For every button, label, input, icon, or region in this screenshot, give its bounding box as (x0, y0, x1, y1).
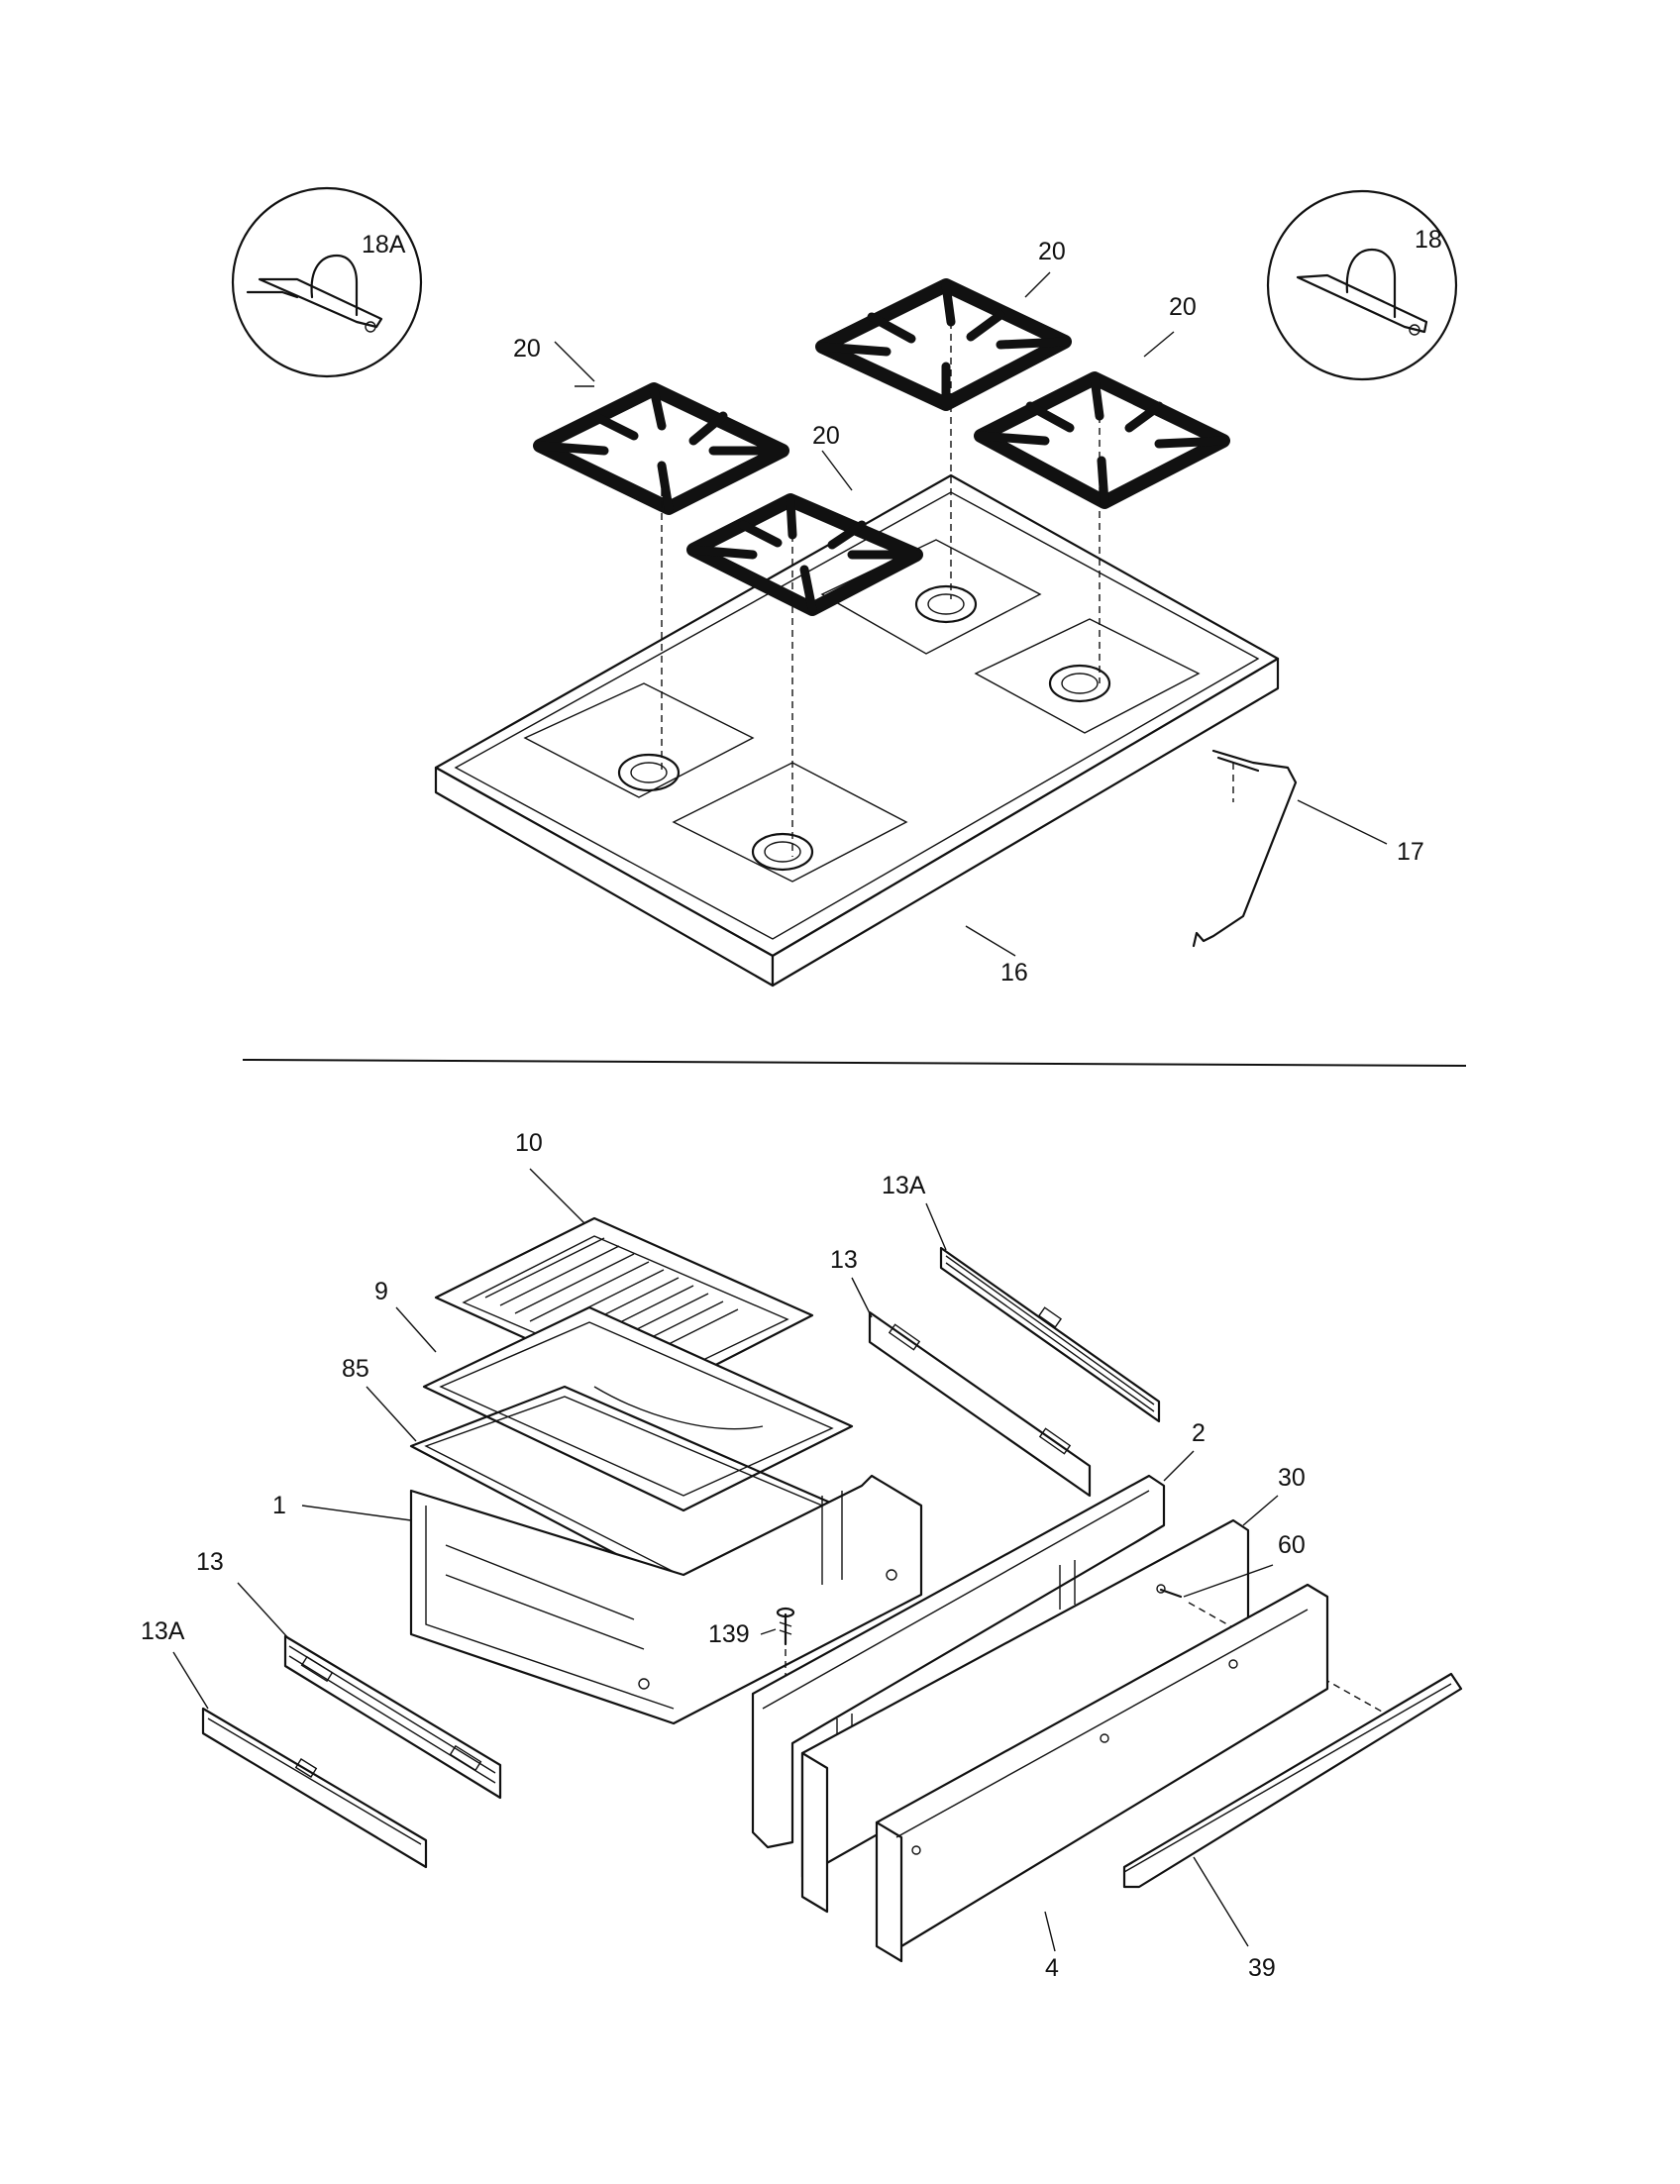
callout-20-d: 20 (1169, 293, 1197, 321)
drawer-body-1 (409, 1474, 923, 1725)
callout-13a-top: 13A (882, 1172, 926, 1199)
detail-circle-18a (231, 186, 423, 378)
grate-20-back (815, 278, 1072, 411)
slide-rail-13-top (868, 1310, 1092, 1498)
callout-16: 16 (1000, 959, 1028, 987)
callout-30: 30 (1278, 1464, 1306, 1492)
callout-20-b: 20 (812, 422, 840, 450)
callout-13a-left: 13A (141, 1617, 185, 1645)
section-divider (242, 1059, 1467, 1067)
trim-39 (1122, 1672, 1463, 1889)
callout-39: 39 (1248, 1954, 1276, 1982)
drawer-front-4 (875, 1583, 1329, 1963)
callout-60: 60 (1278, 1531, 1306, 1559)
callout-13-top: 13 (830, 1246, 858, 1274)
grate-20-right (974, 371, 1230, 509)
callout-20-c: 20 (1038, 238, 1066, 265)
callout-20-a: 20 (513, 335, 541, 363)
callout-85: 85 (342, 1355, 369, 1383)
broiler-pan-9 (422, 1305, 854, 1512)
screw-139 (776, 1607, 795, 1646)
grate-20-middle (686, 493, 923, 616)
drawer-panel-30 (800, 1518, 1250, 1914)
callout-139: 139 (708, 1620, 750, 1648)
callout-13-left: 13 (196, 1548, 224, 1576)
callout-18: 18 (1415, 226, 1442, 254)
callout-10: 10 (515, 1129, 543, 1157)
slide-rail-13a-left (201, 1707, 428, 1869)
callout-4: 4 (1045, 1954, 1059, 1982)
callout-1: 1 (272, 1492, 286, 1519)
callout-2: 2 (1192, 1419, 1206, 1447)
slide-rail-13a-top (939, 1246, 1161, 1423)
detail-circle-18 (1266, 189, 1458, 381)
cooktop-16 (434, 473, 1280, 988)
wire-part-17 (1192, 749, 1298, 948)
slide-rail-13-left (283, 1634, 502, 1800)
drawer-side-2 (751, 1474, 1166, 1849)
pin-60 (1156, 1584, 1183, 1599)
callout-18a: 18A (362, 231, 406, 259)
callout-17: 17 (1397, 838, 1424, 866)
callout-9: 9 (374, 1278, 388, 1305)
grate-20-left (533, 382, 789, 515)
